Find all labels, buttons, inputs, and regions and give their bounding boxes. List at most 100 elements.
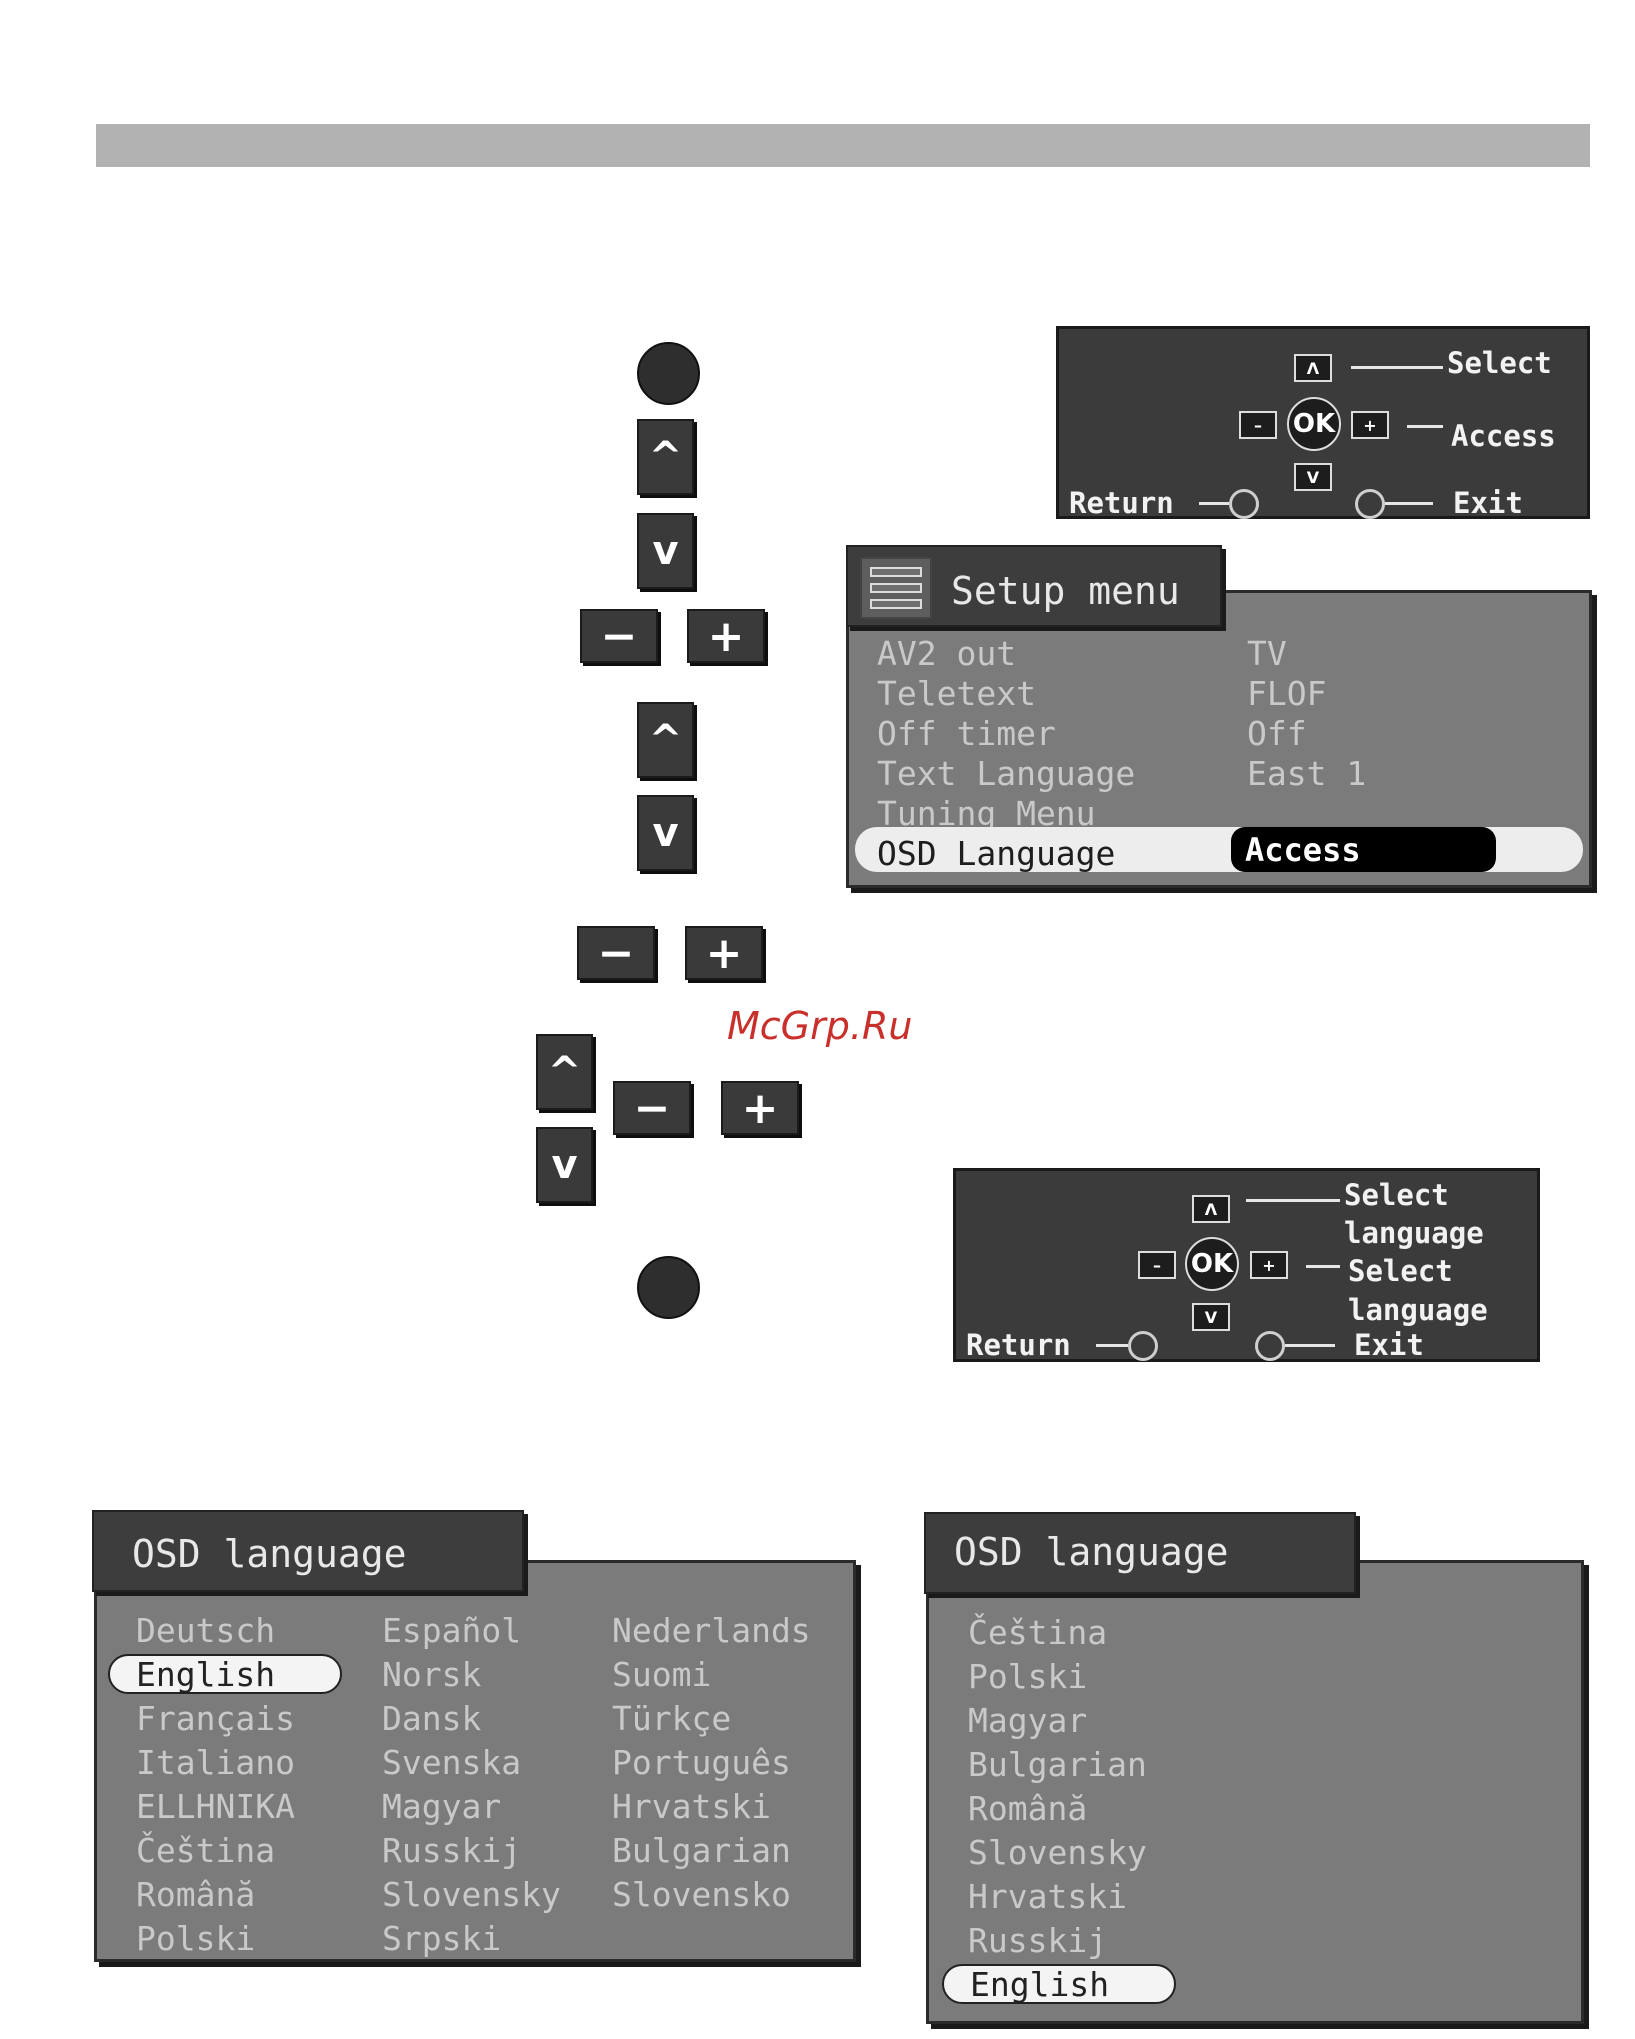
selected-language-pill[interactable]: English [942, 1964, 1176, 2004]
minus-key-icon: − [613, 1081, 691, 1135]
language-option[interactable]: Norsk [382, 1655, 482, 1694]
menu-button-icon [637, 1256, 700, 1319]
up-arrow-icon: Λ [1294, 354, 1332, 382]
language-option-english-selected[interactable]: English [136, 1654, 276, 1694]
ok-button-icon: OK [1185, 1237, 1239, 1291]
language-option[interactable]: Russkij [968, 1921, 1108, 1960]
ok-button-icon: OK [1287, 397, 1341, 451]
select-language-label: Select [1344, 1178, 1449, 1212]
settings-list-icon [860, 557, 932, 619]
callout-line [1306, 1265, 1340, 1268]
exit-button-icon [1355, 489, 1385, 519]
menu-item-av2-out[interactable]: AV2 out [877, 634, 1017, 673]
down-key-icon: v [637, 513, 694, 589]
language-option[interactable]: Slovensky [382, 1875, 561, 1914]
menu-value-teletext: FLOF [1247, 674, 1327, 713]
osd-language-tab-left: OSD language [92, 1510, 524, 1592]
down-arrow-icon: V [1294, 463, 1332, 491]
watermark: McGrp.Ru [727, 1004, 913, 1048]
plus-key-icon: + [721, 1081, 799, 1135]
language-option[interactable]: Nederlands [612, 1611, 811, 1650]
callout-line [1096, 1344, 1128, 1347]
language-option[interactable]: Italiano [136, 1743, 295, 1782]
up-key-icon: ^ [637, 419, 694, 495]
osd-language-panel-left [94, 1560, 856, 1962]
return-button-icon [1229, 489, 1259, 519]
return-label: Return [966, 1328, 1071, 1362]
osd-language-title-left: OSD language [132, 1532, 407, 1576]
menu-value-off-timer: Off [1247, 714, 1307, 753]
language-option[interactable]: Română [968, 1789, 1088, 1828]
menu-item-teletext[interactable]: Teletext [877, 674, 1036, 713]
menu-item-text-language[interactable]: Text Language [877, 754, 1136, 793]
select-language-label-2: Select [1348, 1254, 1453, 1288]
language-help-box: Λ Select language – OK + Select language… [953, 1168, 1540, 1362]
header-bar [96, 124, 1590, 167]
language-option[interactable]: Magyar [968, 1701, 1088, 1740]
up-arrow-icon: Λ [1192, 1195, 1230, 1223]
select-label: Select [1447, 346, 1552, 380]
language-option-english-selected[interactable]: English [970, 1964, 1110, 2004]
exit-button-icon [1255, 1331, 1285, 1361]
language-option[interactable]: Deutsch [136, 1611, 276, 1650]
minus-icon: – [1239, 411, 1277, 439]
menu-value-av2-out: TV [1247, 634, 1287, 673]
setup-menu-tab: Setup menu [846, 545, 1222, 627]
navigation-help-box: Λ Select – OK + Access V Return Exit [1056, 326, 1590, 519]
language-option[interactable]: Čeština [968, 1613, 1108, 1652]
language-option[interactable]: Suomi [612, 1655, 712, 1694]
language-option[interactable]: Magyar [382, 1787, 502, 1826]
language-option[interactable]: Bulgarian [968, 1745, 1147, 1784]
language-option[interactable]: ELLHNIKA [136, 1787, 295, 1826]
setup-menu-title: Setup menu [951, 569, 1180, 613]
plus-icon: + [1351, 411, 1389, 439]
menu-item-off-timer[interactable]: Off timer [877, 714, 1056, 753]
menu-item-tuning-menu[interactable]: Tuning Menu [877, 794, 1096, 833]
language-option[interactable]: Español [382, 1611, 522, 1650]
menu-button-icon [637, 342, 700, 405]
minus-key-icon: − [577, 926, 655, 980]
osd-language-panel-right [926, 1560, 1584, 2024]
plus-key-icon: + [687, 609, 765, 663]
minus-icon: – [1138, 1251, 1176, 1279]
language-option[interactable]: Română [136, 1875, 256, 1914]
language-option[interactable]: Hrvatski [968, 1877, 1127, 1916]
language-option[interactable]: Polski [136, 1919, 256, 1958]
access-label: Access [1451, 419, 1556, 453]
return-label: Return [1069, 486, 1174, 520]
language-option[interactable]: Slovensko [612, 1875, 791, 1914]
menu-item-osd-language[interactable]: OSD Language [877, 834, 1116, 873]
language-option[interactable]: Srpski [382, 1919, 502, 1958]
callout-line [1246, 1199, 1340, 1202]
language-option[interactable]: Svenska [382, 1743, 522, 1782]
callout-line [1351, 366, 1443, 369]
down-key-icon: v [637, 795, 694, 871]
down-arrow-icon: V [1192, 1303, 1230, 1331]
language-option[interactable]: Slovensky [968, 1833, 1147, 1872]
language-option[interactable]: Russkij [382, 1831, 522, 1870]
plus-icon: + [1250, 1251, 1288, 1279]
callout-line [1199, 502, 1229, 505]
return-button-icon [1128, 1331, 1158, 1361]
selected-language-pill[interactable]: English [108, 1654, 342, 1694]
callout-line [1385, 502, 1433, 505]
select-language-label-line2: language [1344, 1216, 1484, 1250]
language-option[interactable]: Dansk [382, 1699, 482, 1738]
up-key-icon: ^ [536, 1034, 593, 1110]
language-option[interactable]: Português [612, 1743, 791, 1782]
menu-value-text-language: East 1 [1247, 754, 1367, 793]
language-option[interactable]: Polski [968, 1657, 1088, 1696]
language-option[interactable]: Hrvatski [612, 1787, 771, 1826]
exit-label: Exit [1354, 1328, 1424, 1362]
plus-key-icon: + [685, 926, 763, 980]
callout-line [1285, 1344, 1335, 1347]
access-value-badge[interactable]: Access [1231, 827, 1496, 872]
osd-language-tab-right: OSD language [924, 1512, 1356, 1594]
language-option[interactable]: Bulgarian [612, 1831, 791, 1870]
language-option[interactable]: Français [136, 1699, 295, 1738]
osd-language-title-right: OSD language [954, 1530, 1229, 1574]
callout-line [1407, 425, 1443, 428]
language-option[interactable]: Türkçe [612, 1699, 732, 1738]
down-key-icon: v [536, 1127, 593, 1203]
language-option[interactable]: Čeština [136, 1831, 276, 1870]
